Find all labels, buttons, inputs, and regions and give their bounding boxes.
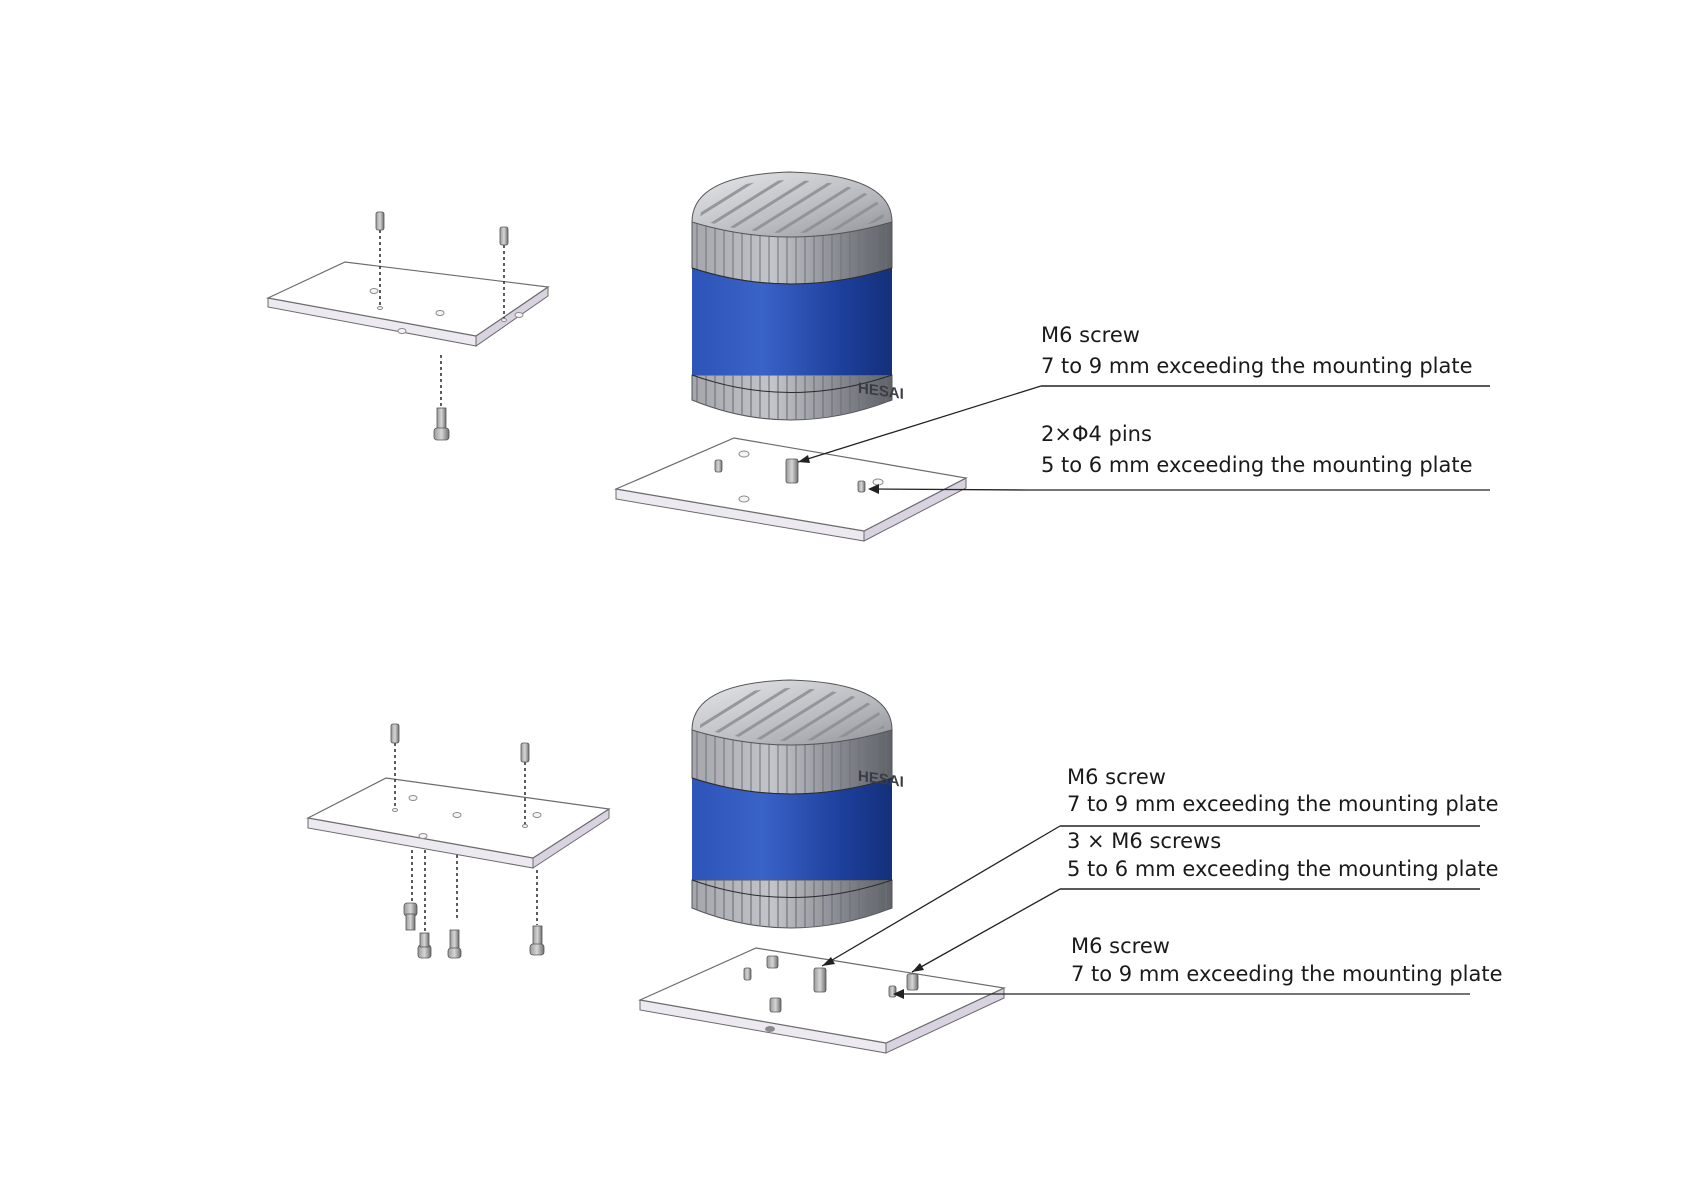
callout-title: M6 screw — [1071, 934, 1170, 958]
pin — [889, 986, 896, 997]
plate-hole — [873, 479, 883, 485]
plate-hole — [453, 813, 461, 818]
top-left-exploded-plate — [268, 212, 548, 440]
plate-hole — [765, 1026, 775, 1032]
m6-screw — [418, 933, 431, 958]
bottom-callout-2: 3 × M6 screws 5 to 6 mm exceeding the mo… — [912, 829, 1499, 972]
callout-title: M6 screw — [1041, 323, 1140, 347]
m6-screw-stud — [814, 968, 826, 992]
pin — [376, 212, 384, 230]
m6-screw — [448, 930, 461, 958]
callout-title: 3 × M6 screws — [1067, 829, 1221, 853]
top-lidar-unit: HESAI — [692, 172, 904, 420]
pin — [770, 998, 781, 1012]
m6-screw — [434, 408, 449, 440]
plate-hole — [370, 289, 378, 294]
plate-hole — [739, 496, 749, 502]
pin — [744, 968, 751, 980]
callout-title: 2×Φ4 pins — [1041, 422, 1152, 446]
callout-detail: 5 to 6 mm exceeding the mounting plate — [1067, 857, 1499, 881]
plate-hole — [502, 319, 507, 322]
bottom-left-exploded-plate — [308, 724, 609, 958]
plate-hole — [419, 834, 427, 839]
plate-hole — [409, 796, 417, 801]
plate-hole — [398, 329, 406, 334]
pin — [391, 724, 399, 743]
bottom-mounting-plate — [640, 948, 1004, 1053]
callout-detail: 7 to 9 mm exceeding the mounting plate — [1071, 962, 1503, 986]
plate-hole — [393, 809, 398, 812]
top-figure: HESAI M6 screw 7 to 9 mm exceeding the m… — [268, 172, 1490, 541]
plate-hole — [378, 307, 383, 310]
bottom-lidar-unit: HESAI — [692, 680, 904, 928]
plate-hole — [515, 313, 523, 318]
pin — [500, 227, 508, 245]
callout-detail: 7 to 9 mm exceeding the mounting plate — [1067, 792, 1499, 816]
m6-screw — [530, 926, 544, 955]
pin — [858, 481, 865, 492]
m6-screw-stud — [786, 459, 798, 483]
bottom-figure: HESAI — [308, 680, 1503, 1053]
pin — [767, 956, 778, 968]
plate-hole — [436, 311, 444, 316]
m6-screw — [404, 903, 417, 930]
callout-detail: 7 to 9 mm exceeding the mounting plate — [1041, 354, 1473, 378]
plate-hole — [533, 813, 541, 818]
pin — [715, 460, 722, 472]
pin — [521, 743, 529, 762]
plate-hole — [739, 451, 749, 457]
m6-screw-stud — [907, 974, 918, 990]
callout-detail: 5 to 6 mm exceeding the mounting plate — [1041, 453, 1473, 477]
callout-title: M6 screw — [1067, 765, 1166, 789]
plate-hole — [523, 825, 528, 828]
